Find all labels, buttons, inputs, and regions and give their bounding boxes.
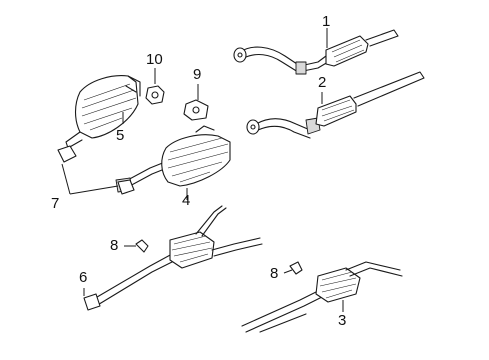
callout-label: 8 (270, 265, 279, 282)
catalytic-converter-rear-pipe-2 (246, 71, 425, 139)
callout-label: 5 (116, 127, 125, 144)
callout-label: 1 (322, 13, 331, 30)
rear-muffler-5 (65, 75, 141, 149)
callout-label: 6 (79, 269, 88, 286)
y-pipe-assembly-left (83, 205, 263, 311)
hanger-9 (183, 99, 209, 121)
y-pipe-assembly-3 (241, 261, 403, 333)
callout-label: 9 (193, 66, 202, 83)
clamp-7-lower (117, 179, 135, 195)
callout-label: 3 (338, 312, 347, 329)
leader-lines (61, 28, 344, 312)
callout-label: 7 (51, 195, 60, 212)
callout-label: 4 (182, 192, 191, 209)
hanger-10 (145, 85, 165, 105)
callout-label: 2 (318, 74, 327, 91)
callout-label: 8 (110, 237, 119, 254)
callout-label: 10 (146, 51, 163, 68)
catalytic-converter-front-pipe-1 (233, 29, 399, 75)
center-muffler-4 (115, 125, 231, 193)
clamp-7-upper (57, 145, 77, 163)
